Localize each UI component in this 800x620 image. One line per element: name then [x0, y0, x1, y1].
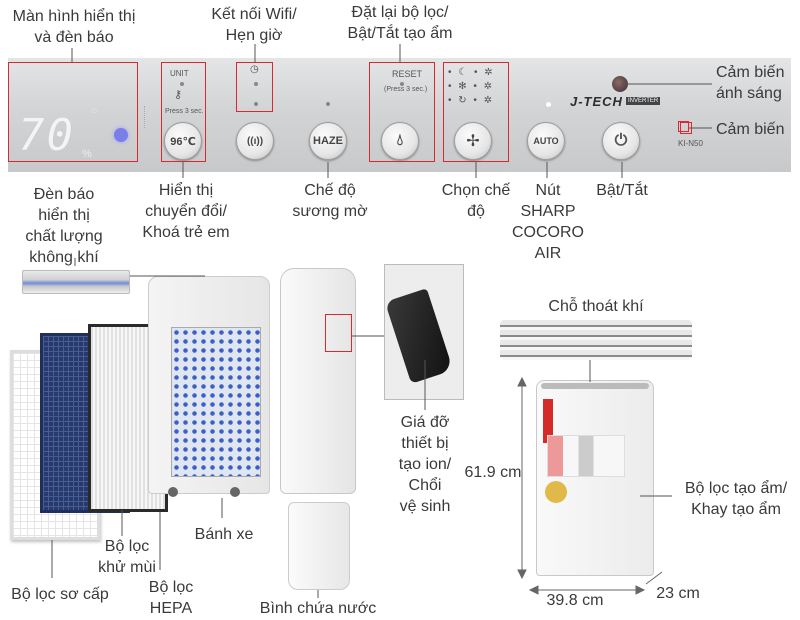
unit-led [180, 82, 184, 86]
air-quality-strip [22, 270, 130, 294]
wheel-right [230, 487, 240, 497]
temp-display-button[interactable]: 96℃ [164, 122, 202, 160]
display-screen: 70 % ⁘ [12, 68, 134, 163]
label-display-switch: Hiển thị chuyển đổi/ Khoá trẻ em [142, 182, 230, 241]
haze-led [326, 102, 330, 106]
label-reset: Đặt lại bộ lọc/ Bật/Tắt tạo ẩm [347, 4, 453, 42]
pm-dots-icon: ⁘ [90, 106, 99, 117]
press3-label-a: Press 3 sec. [165, 108, 204, 115]
mode-icons: • ☾ • ✲• ✻ • ✲• ↻ • ✲ [448, 67, 495, 106]
highlight-unit [161, 62, 206, 162]
label-wheel: Bánh xe [194, 526, 254, 543]
highlight-wifi [236, 62, 273, 112]
cocoro-auto-button[interactable]: AUTO [527, 122, 565, 160]
highlight-display [8, 62, 138, 162]
temp-button-label: 96℃ [170, 135, 196, 148]
control-panel: 70 % ⁘ UNIT ⚷ Press 3 sec. 96℃ ◷ ((ı)) H… [8, 58, 791, 172]
display-digits: 70 [18, 110, 75, 161]
purifier-front-unit [536, 380, 654, 576]
display-percent: % [82, 148, 92, 160]
wifi-icon: ((ı)) [246, 135, 264, 147]
haze-button[interactable]: HAZE [309, 122, 347, 160]
purifier-side-unit [280, 268, 356, 494]
air-outlet-image [500, 320, 692, 360]
brand-logo: J-TECH [570, 94, 623, 109]
label-cocoro: Nút SHARP COCORO AIR [512, 182, 584, 262]
fan-icon: ✢ [466, 133, 480, 150]
press3-label-b: (Press 3 sec.) [384, 86, 428, 93]
ion-holder-highlight [325, 314, 352, 352]
highlight-sensor [678, 121, 689, 132]
label-ion-holder: Giá đỡ thiết bị tạo ion/ Chổi vệ sinh [398, 414, 452, 515]
model-label: KI-N50 [678, 139, 703, 148]
dim-width-arrow-left [528, 585, 539, 595]
power-button[interactable]: ⏻ [602, 122, 640, 160]
label-deodor: Bộ lọc khử mùi [98, 538, 156, 576]
display-divider [144, 106, 146, 128]
ion-holder-closeup [384, 264, 464, 400]
label-width: 39.8 cm [546, 592, 604, 609]
haze-button-label: HAZE [313, 135, 343, 147]
label-water-tank: Bình chứa nước [259, 600, 377, 617]
purifier-open-unit [148, 276, 270, 494]
timer-led-2 [254, 102, 258, 106]
power-icon: ⏻ [614, 132, 628, 149]
auto-button-label: AUTO [533, 136, 559, 146]
wifi-button[interactable]: ((ı)) [236, 122, 274, 160]
front-top-vent [541, 383, 649, 389]
dim-height-arrow-top [517, 376, 527, 387]
key-lock-icon: ⚷ [174, 89, 183, 101]
brand-sub: INVERTER [626, 97, 661, 105]
auto-led [546, 102, 551, 107]
label-light-sensor: Cảm biến ánh sáng [716, 64, 785, 102]
badge-100 [545, 481, 567, 503]
label-humid-filter: Bộ lọc tạo ẩm/ Khay tạo ẩm [684, 480, 788, 518]
sharp-logo [543, 399, 553, 443]
dim-height-arrow-bottom [517, 569, 527, 580]
rear-grille [171, 327, 261, 477]
label-power: Bật/Tắt [596, 182, 648, 199]
dim-depth [645, 571, 663, 585]
dim-width-arrow-right [635, 585, 646, 595]
light-sensor [612, 76, 628, 92]
reset-label: RESET [392, 69, 423, 79]
highlight-mode [443, 62, 509, 162]
label-haze: Chế độ sương mờ [292, 182, 368, 220]
highlight-reset [369, 62, 435, 162]
fan-mode-button[interactable]: ✢ [454, 122, 492, 160]
humidity-drop-icon [114, 128, 128, 142]
label-prefilter: Bộ lọc sơ cấp [11, 586, 109, 603]
label-mode: Chọn chế độ [441, 182, 511, 220]
unit-label: UNIT [170, 69, 189, 78]
label-air-quality: Đèn báo hiển thị chất lượng không khí [25, 186, 103, 266]
reset-humidify-button[interactable]: 💧︎ [381, 122, 419, 160]
label-hepa: Bộ lọc HEPA [148, 579, 194, 617]
label-sensor: Cảm biến [716, 121, 785, 138]
label-display: Màn hình hiển thị và đèn báo [12, 8, 136, 46]
label-depth: 23 cm [656, 585, 700, 602]
timer-icon: ◷ [250, 64, 259, 75]
reset-led [400, 82, 404, 86]
timer-led-1 [254, 82, 258, 86]
label-air-outlet: Chỗ thoát khí [548, 298, 644, 315]
product-sticker [547, 435, 625, 477]
water-tank-image [288, 502, 350, 590]
label-height: 61.9 cm [464, 464, 522, 481]
wheel-left [168, 487, 178, 497]
label-wifi: Kết nối Wifi/ Hẹn giờ [211, 6, 297, 44]
water-drop-icon: 💧︎ [396, 132, 404, 149]
